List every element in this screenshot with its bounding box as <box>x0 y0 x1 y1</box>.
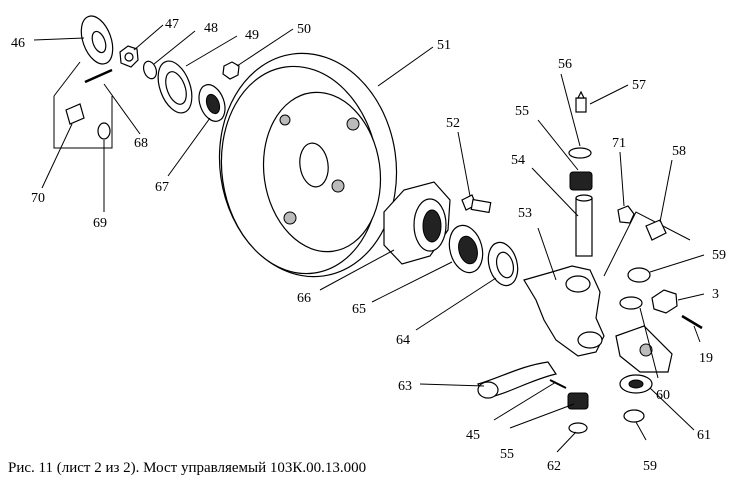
part-cotter-pin-19 <box>681 314 703 330</box>
part-washer-59 <box>627 267 651 283</box>
callout-54: 54 <box>511 153 525 168</box>
callout-3: 3 <box>712 287 719 302</box>
part-hub <box>383 181 451 265</box>
callout-51: 51 <box>437 38 451 53</box>
part-king-pin <box>575 194 593 257</box>
part-bearing-small <box>198 84 226 122</box>
part-washer-59-lower <box>623 409 645 423</box>
callout-52: 52 <box>446 116 460 131</box>
callout-69: 69 <box>93 216 107 231</box>
part-castle-nut-3 <box>651 289 678 314</box>
callout-64: 64 <box>396 333 410 348</box>
part-spring-washer <box>97 122 111 140</box>
part-hub-bolt <box>461 194 492 214</box>
leader-lines <box>33 24 705 453</box>
callout-53: 53 <box>518 206 532 221</box>
callout-47: 47 <box>165 17 179 32</box>
part-bearing-large <box>448 224 484 274</box>
callout-46: 46 <box>11 36 25 51</box>
part-nut <box>617 205 635 224</box>
part-washer <box>142 60 158 80</box>
callout-67: 67 <box>155 180 169 195</box>
part-cover-plate <box>80 15 114 65</box>
callout-65: 65 <box>352 302 366 317</box>
callout-50: 50 <box>297 22 311 37</box>
part-cotter-pin <box>84 68 113 84</box>
callout-59: 59 <box>712 248 726 263</box>
callout-62: 62 <box>547 459 561 474</box>
part-steering-bracket <box>615 325 673 373</box>
part-fitting-45 <box>549 379 567 389</box>
callout-63: 63 <box>398 379 412 394</box>
callout-59-lower: 59 <box>643 459 657 474</box>
callout-56: 56 <box>558 57 572 72</box>
part-steering-knuckle <box>523 265 605 357</box>
callout-49: 49 <box>245 28 259 43</box>
part-lock-ring <box>157 60 193 114</box>
part-steering-arm <box>477 361 557 399</box>
part-needle-bearing <box>569 171 593 191</box>
callout-45: 45 <box>466 428 480 443</box>
callout-68: 68 <box>134 136 148 151</box>
part-thrust-bearing <box>619 374 653 394</box>
part-seal <box>487 241 519 287</box>
callout-60: 60 <box>656 388 670 403</box>
callout-58: 58 <box>672 144 686 159</box>
callout-55: 55 <box>515 104 529 119</box>
part-bolt-2 <box>645 219 667 241</box>
callout-19: 19 <box>699 351 713 366</box>
callout-48: 48 <box>204 21 218 36</box>
callout-66: 66 <box>297 291 311 306</box>
part-castle-nut <box>119 45 139 68</box>
part-grease-fitting <box>575 90 587 113</box>
part-wheel-nut <box>222 61 240 80</box>
callout-61: 61 <box>697 428 711 443</box>
callout-71: 71 <box>612 136 626 151</box>
callout-70: 70 <box>31 191 45 206</box>
part-needle-bearing-lower <box>567 392 589 410</box>
callout-55-lower: 55 <box>500 447 514 462</box>
callout-57: 57 <box>632 78 646 93</box>
figure-caption: Рис. 11 (лист 2 из 2). Мост управляемый … <box>8 460 366 476</box>
part-washer-62 <box>568 422 588 434</box>
callout-labels: 46 47 48 49 50 51 52 53 54 55 56 57 58 5… <box>11 17 726 474</box>
part-bolt <box>65 103 85 125</box>
part-washer-60 <box>619 296 643 310</box>
part-wheel <box>218 52 398 278</box>
part-cap <box>568 147 592 159</box>
